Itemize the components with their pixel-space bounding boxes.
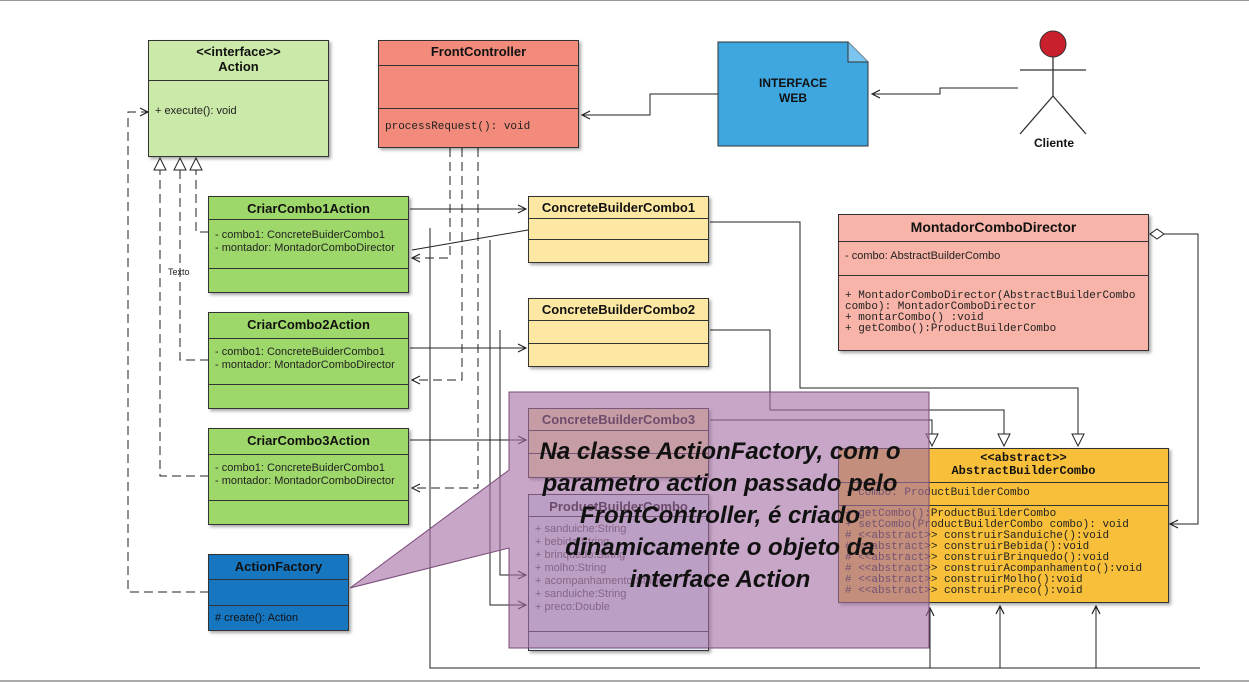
action-factory-name: ActionFactory bbox=[209, 555, 348, 580]
product-attr-preco: + preco:Double bbox=[535, 601, 610, 613]
class-action-factory[interactable]: ActionFactory # create(): Action bbox=[208, 554, 349, 631]
montador-name: MontadorComboDirector bbox=[839, 215, 1148, 242]
class-criar-combo3-action[interactable]: CriarCombo3Action - combo1: ConcreteBuid… bbox=[208, 428, 409, 525]
edge-label-texto: Texto bbox=[168, 267, 190, 277]
abstract-stereotype: <<abstract>> bbox=[980, 451, 1067, 465]
montador-method-getcombo: + getCombo():ProductBuilderCombo bbox=[845, 323, 1057, 335]
abstract-method-setcombo: + setCombo(ProductBuilderCombo combo): v… bbox=[845, 519, 1129, 531]
action-method-execute: + execute(): void bbox=[155, 105, 237, 117]
criar-combo1-name: CriarCombo1Action bbox=[209, 197, 408, 220]
criar-combo2-attr-combo: - combo1: ConcreteBuiderCombo1 bbox=[215, 346, 385, 358]
class-concrete-builder-combo2[interactable]: ConcreteBuilderCombo2 bbox=[528, 298, 709, 367]
abstract-method-getcombo: + getCombo():ProductBuilderCombo bbox=[845, 508, 1057, 520]
front-controller-method: processRequest(): void bbox=[385, 121, 531, 133]
interface-web-label: INTERFACE WEB bbox=[758, 76, 827, 105]
action-factory-method-create: # create(): Action bbox=[215, 612, 299, 624]
note-text: Na classe ActionFactory, com o parametro… bbox=[505, 436, 935, 596]
class-criar-combo2-action[interactable]: CriarCombo2Action - combo1: ConcreteBuid… bbox=[208, 312, 409, 409]
note-line-3: FrontController, é criado bbox=[579, 502, 861, 529]
concrete1-name: ConcreteBuilderCombo1 bbox=[529, 197, 708, 219]
abstract-method-preco: # <<abstract>> construirPreco():void bbox=[845, 585, 1083, 597]
front-controller-name: FrontController bbox=[379, 41, 578, 66]
class-montador-combo-director[interactable]: MontadorComboDirector - combo: AbstractB… bbox=[838, 214, 1149, 351]
edge-factory-action bbox=[127, 112, 209, 593]
concrete3-name: ConcreteBuilderCombo3 bbox=[529, 409, 708, 431]
montador-method-montar: + montarCombo() :void bbox=[845, 312, 984, 324]
edge-cliente-web bbox=[872, 87, 1018, 94]
criar-combo1-attr-montador: - montador: MontadorComboDirector bbox=[215, 242, 395, 254]
abstract-class-name: AbstractBuilderCombo bbox=[951, 464, 1096, 478]
montador-method-constructor: + MontadorComboDirector(AbstractBuilderC… bbox=[845, 290, 1136, 302]
edge-criar1-action bbox=[195, 158, 209, 233]
criar-combo2-name: CriarCombo2Action bbox=[209, 313, 408, 339]
criar-combo3-name: CriarCombo3Action bbox=[209, 429, 408, 455]
abstract-method-bebida: # <<abstract>> construirBebida():void bbox=[845, 541, 1090, 553]
action-class-name: Action bbox=[218, 59, 259, 74]
criar-combo3-attr-montador: - montador: MontadorComboDirector bbox=[215, 475, 395, 487]
interface-web-shape[interactable] bbox=[716, 40, 872, 150]
criar-combo3-attr-combo: - combo1: ConcreteBuiderCombo1 bbox=[215, 462, 385, 474]
concrete2-name: ConcreteBuilderCombo2 bbox=[529, 299, 708, 321]
montador-method-constructor-cont: combo): MontadorComboDirector bbox=[845, 301, 1037, 313]
abstract-method-brinquedo: # <<abstract>> construirBrinquedo():void bbox=[845, 552, 1110, 564]
cliente-label: Cliente bbox=[1033, 136, 1074, 150]
cliente-actor-icon[interactable] bbox=[1014, 28, 1094, 138]
class-criar-combo1-action[interactable]: CriarCombo1Action - combo1: ConcreteBuid… bbox=[208, 196, 409, 293]
note-line-2: parametro action passado pelo bbox=[542, 470, 898, 497]
class-front-controller[interactable]: FrontController processRequest(): void bbox=[378, 40, 579, 148]
montador-attr-combo: - combo: AbstractBuilderCombo bbox=[845, 250, 1001, 262]
edge-criar2-action bbox=[179, 158, 209, 361]
class-concrete-builder-combo1[interactable]: ConcreteBuilderCombo1 bbox=[528, 196, 709, 263]
bottom-border bbox=[0, 680, 1249, 682]
criar-combo1-attr-combo: - combo1: ConcreteBuiderCombo1 bbox=[215, 229, 385, 241]
edge-web-frontcontroller bbox=[582, 93, 718, 115]
abstract-method-molho: # <<abstract>> construirMolho():void bbox=[845, 574, 1083, 586]
action-stereotype: <<interface>> bbox=[196, 44, 281, 59]
top-border bbox=[0, 0, 1249, 1]
note-line-5: interface Action bbox=[629, 566, 811, 593]
abstract-method-acompanhamento: # <<abstract>> construirAcompanhamento()… bbox=[845, 563, 1143, 575]
criar-combo2-attr-montador: - montador: MontadorComboDirector bbox=[215, 359, 395, 371]
class-action-interface[interactable]: <<interface>> Action + execute(): void bbox=[148, 40, 329, 157]
edge-criar3-action bbox=[159, 158, 209, 477]
note-line-4: dinamicamente o objeto da bbox=[565, 534, 875, 561]
note-line-1: Na classe ActionFactory, com o bbox=[539, 438, 901, 465]
abstract-method-sanduiche: # <<abstract>> construirSanduiche():void bbox=[845, 530, 1110, 542]
